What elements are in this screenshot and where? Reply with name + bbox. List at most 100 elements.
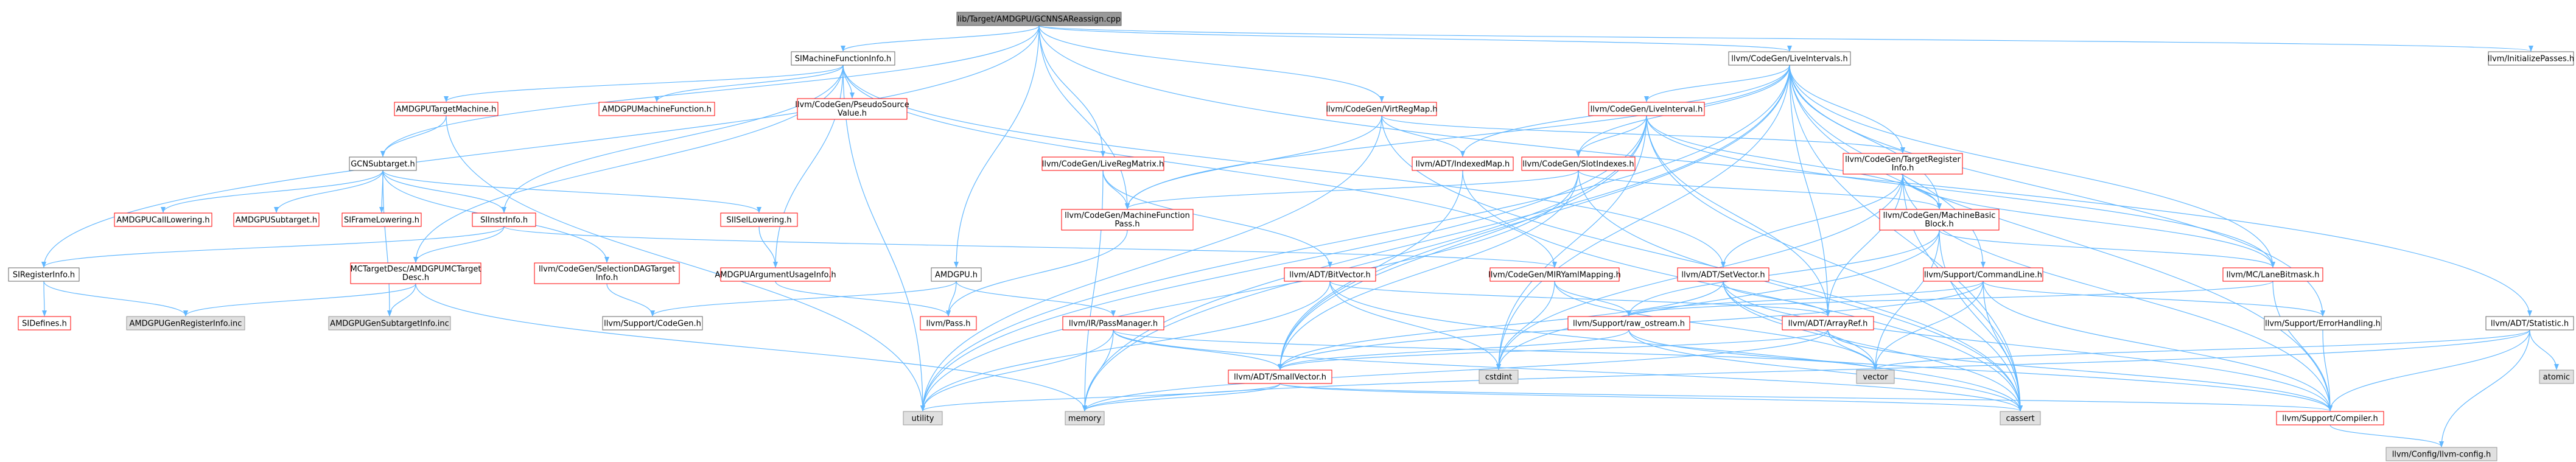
node-setvector[interactable]: llvm/ADT/SetVector.h bbox=[1677, 267, 1769, 282]
node-box[interactable] bbox=[1479, 369, 1519, 384]
node-box[interactable] bbox=[1856, 369, 1895, 384]
node-box[interactable] bbox=[1588, 102, 1705, 116]
node-gcnsubtarget[interactable]: GCNSubtarget.h bbox=[349, 156, 417, 171]
node-amdgpuh[interactable]: AMDGPU.h bbox=[931, 267, 982, 282]
node-box[interactable] bbox=[797, 98, 908, 120]
node-box[interactable] bbox=[2485, 316, 2574, 331]
node-siregisterinfo[interactable]: SIRegisterInfo.h bbox=[8, 267, 80, 282]
node-box[interactable] bbox=[1062, 316, 1164, 331]
node-pass[interactable]: llvm/Pass.h bbox=[920, 316, 977, 331]
node-smallvector[interactable]: llvm/ADT/SmallVector.h bbox=[1228, 369, 1332, 384]
node-box[interactable] bbox=[2000, 411, 2041, 425]
node-box[interactable] bbox=[2385, 447, 2497, 461]
node-statistic[interactable]: llvm/ADT/Statistic.h bbox=[2485, 316, 2574, 331]
node-box[interactable] bbox=[114, 212, 212, 227]
node-virtregmap[interactable]: llvm/CodeGen/VirtRegMap.h bbox=[1326, 102, 1438, 116]
node-livergmatrix[interactable]: llvm/CodeGen/LiveRegMatrix.h bbox=[1041, 156, 1164, 171]
node-utility[interactable]: utility bbox=[903, 411, 943, 425]
node-liveinterval[interactable]: llvm/CodeGen/LiveInterval.h bbox=[1588, 102, 1705, 116]
node-box[interactable] bbox=[341, 212, 422, 227]
node-box[interactable] bbox=[18, 316, 71, 331]
node-box[interactable] bbox=[2488, 51, 2574, 66]
node-vector[interactable]: vector bbox=[1856, 369, 1895, 384]
node-cstdint[interactable]: cstdint bbox=[1479, 369, 1519, 384]
node-root[interactable]: lib/Target/AMDGPU/GCNNSAReassign.cpp bbox=[956, 12, 1122, 26]
node-box[interactable] bbox=[472, 212, 536, 227]
node-amdgpucalllow[interactable]: AMDGPUCallLowering.h bbox=[114, 212, 212, 227]
node-slotindexes[interactable]: llvm/CodeGen/SlotIndexes.h bbox=[1521, 156, 1636, 171]
node-box[interactable] bbox=[1041, 156, 1164, 171]
node-box[interactable] bbox=[1326, 102, 1437, 116]
node-commandline[interactable]: llvm/Support/CommandLine.h bbox=[1923, 267, 2043, 282]
node-box[interactable] bbox=[534, 262, 680, 284]
node-box[interactable] bbox=[328, 316, 451, 331]
node-subtgtinfoinc[interactable]: AMDGPUGenSubtargetInfo.inc bbox=[328, 316, 451, 331]
node-box[interactable] bbox=[233, 212, 320, 227]
node-box[interactable] bbox=[931, 267, 982, 282]
node-sidefines[interactable]: SIDefines.h bbox=[18, 316, 71, 331]
node-supportcodegen[interactable]: llvm/Support/CodeGen.h bbox=[602, 316, 703, 331]
node-box[interactable] bbox=[720, 267, 831, 282]
node-mirymlmap[interactable]: llvm/CodeGen/MIRYamlMapping.h bbox=[1488, 267, 1621, 282]
node-box[interactable] bbox=[1412, 156, 1514, 171]
node-box[interactable] bbox=[1284, 267, 1376, 282]
node-box[interactable] bbox=[2539, 369, 2574, 384]
node-llvmconfig[interactable]: llvm/Config/llvm-config.h bbox=[2385, 447, 2497, 461]
node-box[interactable] bbox=[1489, 267, 1620, 282]
node-box[interactable] bbox=[720, 212, 798, 227]
node-amdgpuargusage[interactable]: AMDGPUArgumentUsageInfo.h bbox=[715, 267, 836, 282]
node-box[interactable] bbox=[1521, 156, 1636, 171]
node-box[interactable] bbox=[350, 262, 481, 284]
node-bitvector[interactable]: llvm/ADT/BitVector.h bbox=[1284, 267, 1376, 282]
node-box[interactable] bbox=[1065, 411, 1105, 425]
node-box[interactable] bbox=[2264, 316, 2382, 331]
node-box[interactable] bbox=[1728, 51, 1851, 66]
node-box[interactable] bbox=[1879, 209, 2000, 231]
node-passmanager[interactable]: llvm/IR/PassManager.h bbox=[1062, 316, 1164, 331]
node-box[interactable] bbox=[1677, 267, 1769, 282]
node-arrayref[interactable]: llvm/ADT/ArrayRef.h bbox=[1782, 316, 1874, 331]
node-box[interactable] bbox=[1567, 316, 1690, 331]
node-box[interactable] bbox=[903, 411, 943, 425]
node-box[interactable] bbox=[598, 102, 715, 116]
node-siframelow[interactable]: SIFrameLowering.h bbox=[341, 212, 422, 227]
node-compiler[interactable]: llvm/Support/Compiler.h bbox=[2276, 411, 2384, 425]
node-amdgputm[interactable]: AMDGPUTargetMachine.h bbox=[394, 102, 499, 116]
node-regsinfoinc[interactable]: AMDGPUGenRegisterInfo.inc bbox=[126, 316, 245, 331]
node-box[interactable] bbox=[1923, 267, 2043, 282]
node-box[interactable] bbox=[920, 316, 977, 331]
node-box[interactable] bbox=[602, 316, 703, 331]
node-box[interactable] bbox=[2222, 267, 2323, 282]
node-errorhandling[interactable]: llvm/Support/ErrorHandling.h bbox=[2264, 316, 2382, 331]
node-memory[interactable]: memory bbox=[1065, 411, 1105, 425]
node-box[interactable] bbox=[1228, 369, 1332, 384]
node-simfi[interactable]: SIMachineFunctionInfo.h bbox=[791, 51, 895, 66]
node-cassert[interactable]: cassert bbox=[2000, 411, 2041, 425]
node-lanebitmask[interactable]: llvm/MC/LaneBitmask.h bbox=[2222, 267, 2323, 282]
node-box[interactable] bbox=[126, 316, 245, 331]
node-liveintervals[interactable]: llvm/CodeGen/LiveIntervals.h bbox=[1728, 51, 1851, 66]
node-atomic[interactable]: atomic bbox=[2539, 369, 2574, 384]
node-box[interactable] bbox=[1843, 153, 1963, 175]
node-initpasses[interactable]: llvm/InitializePasses.h bbox=[2488, 51, 2574, 66]
node-box[interactable] bbox=[394, 102, 499, 116]
node-box[interactable] bbox=[956, 12, 1122, 26]
node-box[interactable] bbox=[791, 51, 895, 66]
node-amdgpusub[interactable]: AMDGPUSubtarget.h bbox=[233, 212, 320, 227]
node-rawostream[interactable]: llvm/Support/raw_ostream.h bbox=[1567, 316, 1690, 331]
node-siinstrinfo[interactable]: SIInstrInfo.h bbox=[472, 212, 536, 227]
node-amdgpumfi[interactable]: AMDGPUMachineFunction.h bbox=[598, 102, 715, 116]
node-box[interactable] bbox=[8, 267, 80, 282]
node-box[interactable] bbox=[1782, 316, 1874, 331]
node-box[interactable] bbox=[2276, 411, 2384, 425]
node-box[interactable] bbox=[349, 156, 417, 171]
node-box[interactable] bbox=[1061, 209, 1194, 231]
node-indexedmap[interactable]: llvm/ADT/IndexedMap.h bbox=[1412, 156, 1514, 171]
node-siisellow[interactable]: SIISelLowering.h bbox=[720, 212, 798, 227]
